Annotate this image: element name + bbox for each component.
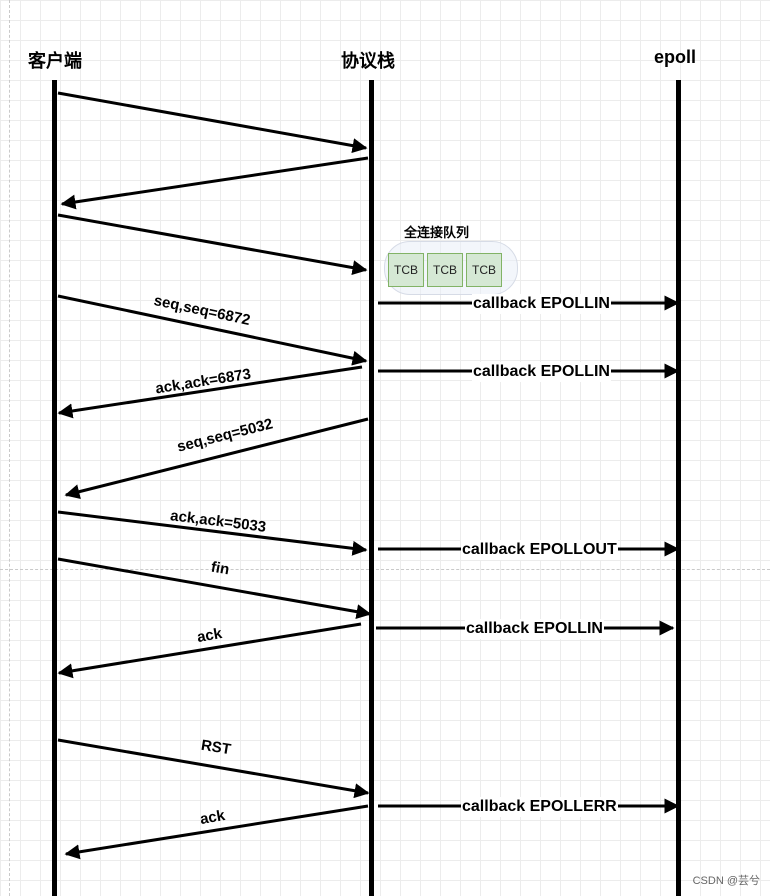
- actor-stack-label: 协议栈: [341, 51, 395, 71]
- msg-11-arrow: [64, 804, 369, 860]
- grid-divider-vertical: [9, 0, 10, 896]
- msg-4-arrow: [57, 294, 368, 366]
- tcb-box-2: TCB: [427, 253, 463, 287]
- msg-1-arrow: [57, 91, 368, 154]
- tcb-box-1: TCB: [388, 253, 424, 287]
- msg-6-arrow: [64, 417, 369, 499]
- watermark: CSDN @芸兮: [692, 875, 760, 887]
- callback-4-label: callback EPOLLIN: [465, 619, 604, 639]
- msg-10-arrow: [57, 738, 370, 799]
- msg-8-arrow: [57, 557, 372, 620]
- msg-9-arrow: [57, 622, 362, 679]
- lifeline-stack: [369, 80, 374, 896]
- callback-1-label: callback EPOLLIN: [472, 294, 611, 314]
- callback-3-label: callback EPOLLOUT: [461, 540, 618, 560]
- grid-divider-horizontal: [0, 569, 770, 570]
- msg-3-arrow: [57, 213, 368, 276]
- msg-2-arrow: [60, 156, 369, 210]
- lifeline-client: [52, 80, 57, 896]
- msg-5-arrow: [57, 365, 363, 419]
- actor-client-label: 客户端: [28, 51, 82, 71]
- callback-2-label: callback EPOLLIN: [472, 362, 611, 382]
- tcb-box-3: TCB: [466, 253, 502, 287]
- lifeline-epoll: [676, 80, 681, 896]
- actor-epoll-label: epoll: [653, 47, 697, 67]
- accept-queue-title: 全连接队列: [404, 225, 470, 240]
- msg-8-label: fin: [209, 558, 231, 579]
- callback-5-label: callback EPOLLERR: [461, 797, 618, 817]
- msg-7-arrow: [57, 510, 368, 556]
